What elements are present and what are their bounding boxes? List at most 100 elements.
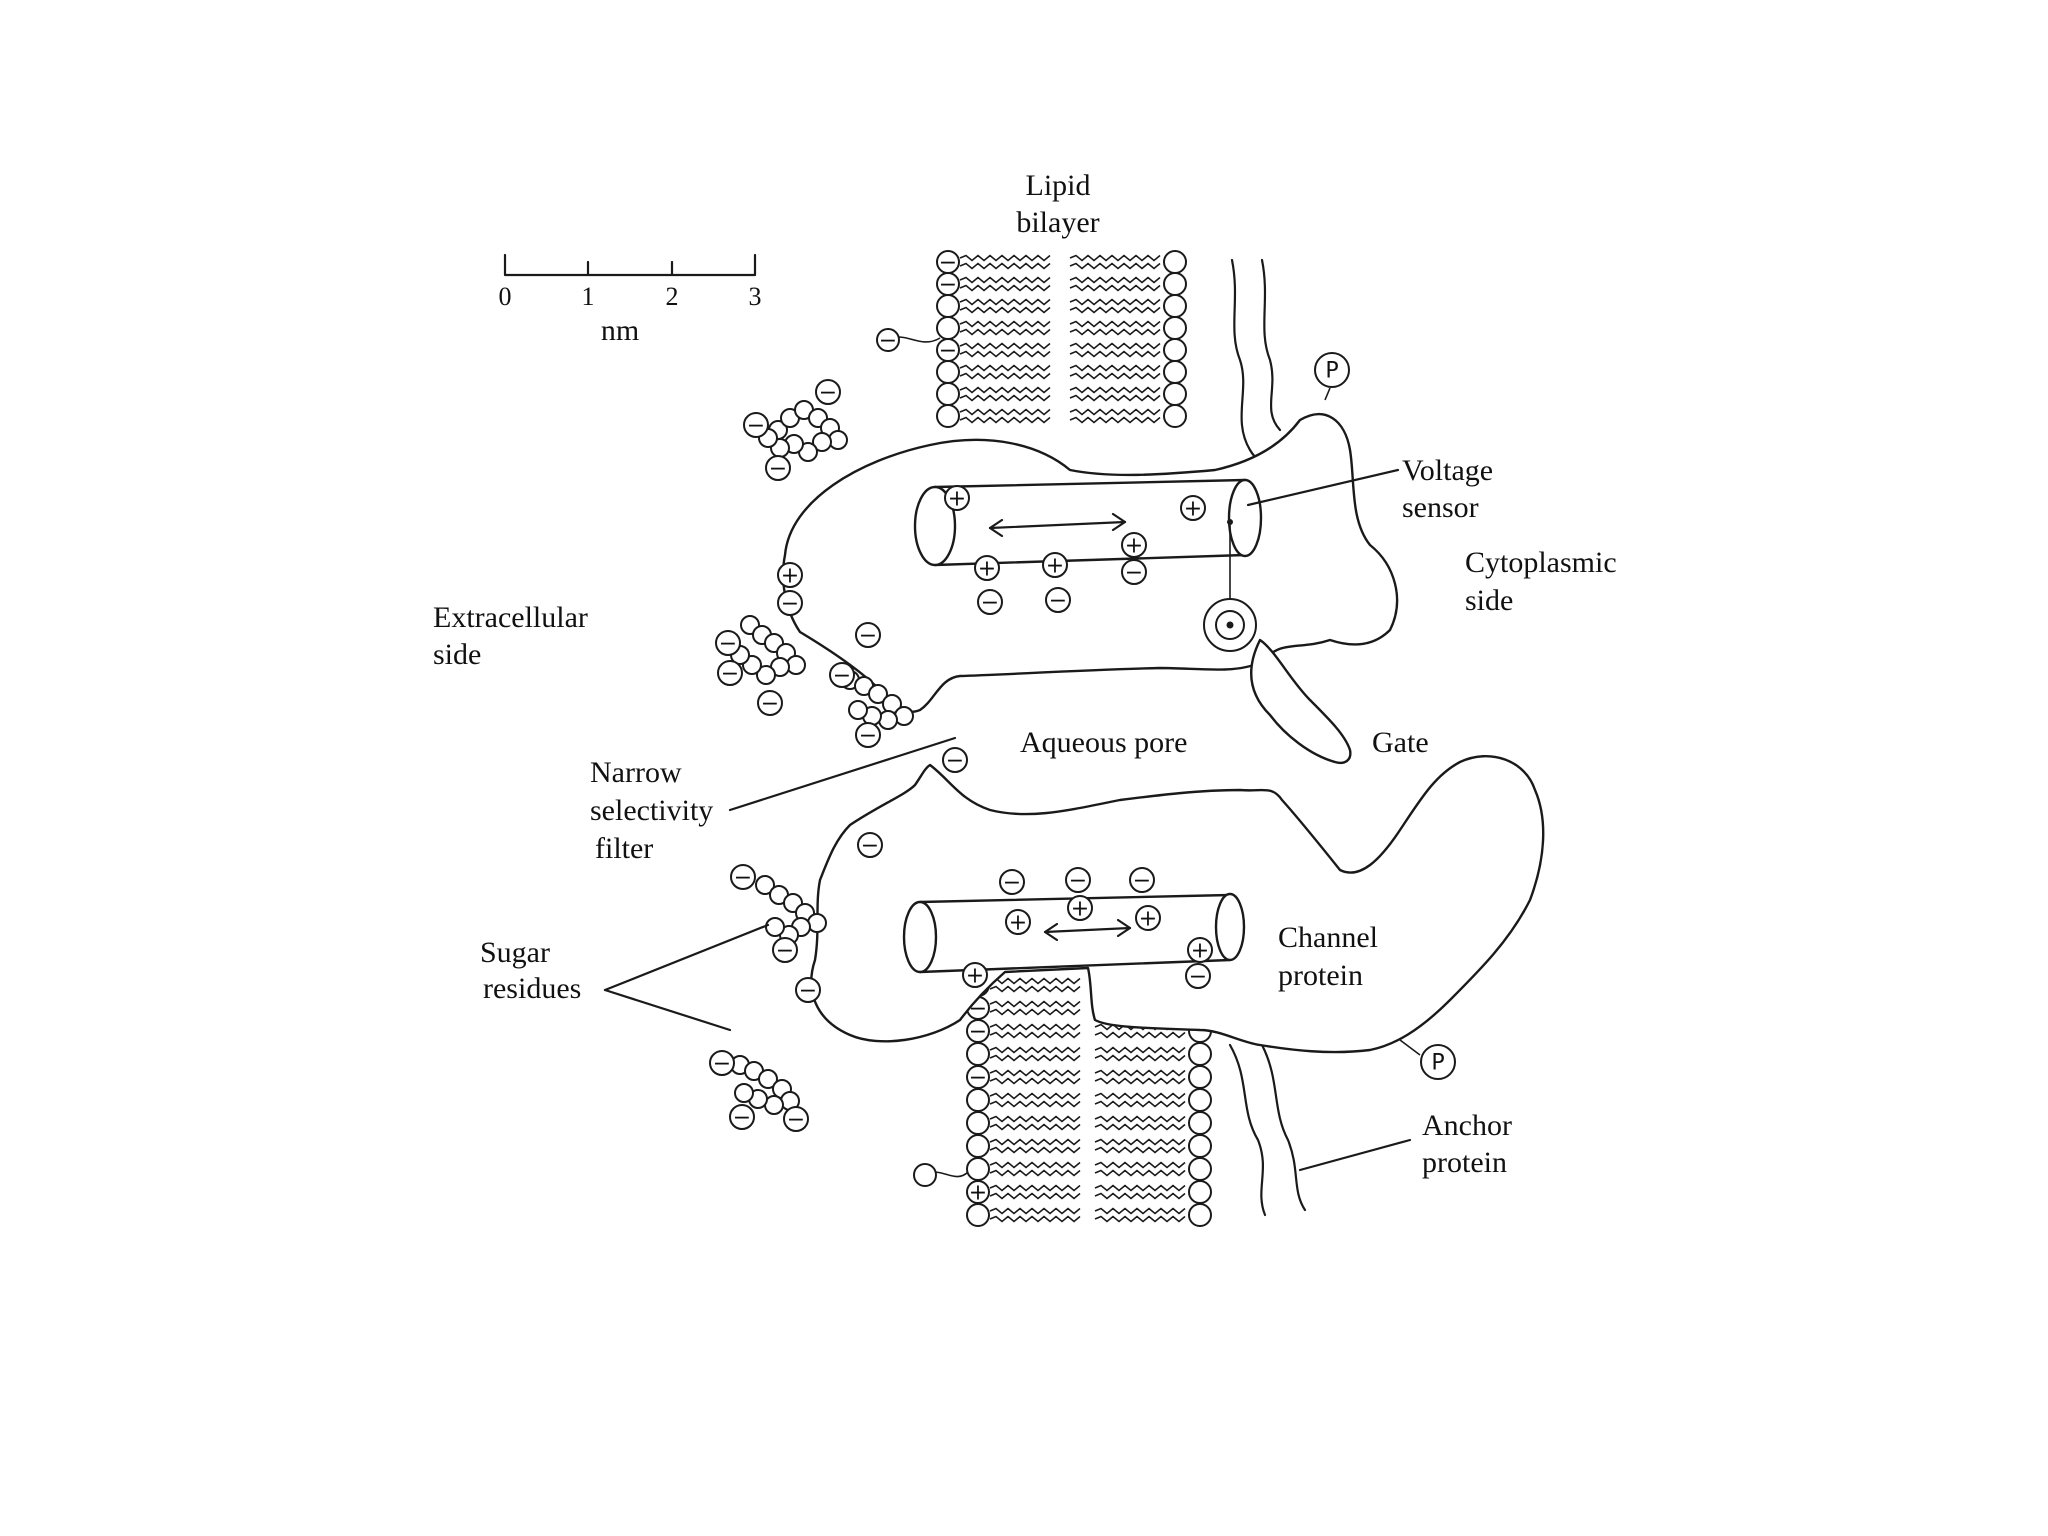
- svg-text:−: −: [713, 1052, 731, 1077]
- lipid-head: [1189, 1135, 1211, 1157]
- svg-text:−: −: [1133, 869, 1151, 894]
- cytoplasmic-side-label-line1: Cytoplasmic: [1465, 546, 1617, 579]
- svg-text:+: +: [948, 487, 966, 512]
- svg-text:−: −: [769, 457, 787, 482]
- svg-text:−: −: [1189, 965, 1207, 990]
- svg-text:−: −: [1069, 869, 1087, 894]
- svg-text:−: −: [879, 329, 897, 354]
- scale-unit-label: nm: [601, 314, 639, 347]
- voltage-sensor-label-line2: sensor: [1402, 491, 1479, 524]
- selectivity-filter-label-line3: filter: [595, 832, 653, 865]
- svg-text:−: −: [747, 414, 765, 439]
- selectivity-filter-label-line1: Narrow: [590, 756, 682, 789]
- sugar-bead: [849, 701, 867, 719]
- lipid-head: [937, 361, 959, 383]
- cytoplasmic-side-label-line2: side: [1465, 584, 1513, 617]
- svg-text:−: −: [787, 1108, 805, 1133]
- lipid-head: [1189, 1043, 1211, 1065]
- gate-label: Gate: [1372, 726, 1429, 759]
- svg-text:+: +: [1046, 554, 1064, 579]
- lipid-head: [1189, 1089, 1211, 1111]
- anchor-protein-upper: [1232, 260, 1292, 466]
- svg-text:−: −: [861, 834, 879, 859]
- upper-lipid-bilayer: −−−−: [877, 251, 1186, 428]
- lipid-head: [967, 1204, 989, 1226]
- lipid-head: [1164, 383, 1186, 405]
- sugar-leader-upper: [605, 925, 768, 990]
- svg-text:−: −: [859, 624, 877, 649]
- lipid-head: [967, 1089, 989, 1111]
- gate-hinge: [1204, 599, 1256, 651]
- svg-text:−: −: [833, 664, 851, 689]
- lipid-head: [1164, 405, 1186, 427]
- svg-text:−: −: [781, 592, 799, 617]
- lipid-charge: −: [969, 1066, 987, 1091]
- scale-tick-2: 2: [666, 282, 679, 311]
- phosphate-upper: P: [1315, 353, 1349, 400]
- sugar-residues-label-line2: residues: [483, 972, 581, 1005]
- lipid-bilayer-label-line1: Lipid: [1026, 169, 1091, 202]
- sugar-residues-label-line1: Sugar: [480, 936, 550, 969]
- lipid-head: [1189, 1066, 1211, 1088]
- svg-text:−: −: [981, 591, 999, 616]
- lipid-charge: −: [969, 1020, 987, 1045]
- lipid-bilayer-label-line2: bilayer: [1016, 206, 1099, 239]
- svg-text:−: −: [733, 1106, 751, 1131]
- anchor-protein-leader: [1300, 1140, 1410, 1170]
- voltage-sensor-label-line1: Voltage: [1402, 454, 1493, 487]
- extracellular-side-label-line1: Extracellular: [433, 601, 588, 634]
- sugar-bead: [735, 1084, 753, 1102]
- lipid-head: [1164, 251, 1186, 273]
- lipid-head: [937, 295, 959, 317]
- sugar-bead: [766, 918, 784, 936]
- phosphate-lower: P: [1400, 1040, 1455, 1079]
- svg-text:−: −: [819, 381, 837, 406]
- channel-protein-label-line2: protein: [1278, 959, 1363, 992]
- sugar-leader-lower: [605, 990, 730, 1030]
- svg-text:+: +: [978, 557, 996, 582]
- lipid-charge: −: [939, 339, 957, 364]
- svg-text:+: +: [1191, 939, 1209, 964]
- lipid-head: [1189, 1204, 1211, 1226]
- channel-protein-upper-half: [783, 414, 1397, 712]
- scale-tick-1: 1: [582, 282, 595, 311]
- lipid-head: [1164, 273, 1186, 295]
- lipid-head: [967, 1112, 989, 1134]
- lipid-head: [937, 405, 959, 427]
- svg-text:+: +: [1009, 911, 1027, 936]
- svg-text:+: +: [1125, 534, 1143, 559]
- lipid-charge: +: [969, 1181, 987, 1206]
- svg-text:+: +: [1071, 897, 1089, 922]
- svg-text:−: −: [1003, 871, 1021, 896]
- scale-tick-3: 3: [749, 282, 762, 311]
- lipid-head: [1189, 1158, 1211, 1180]
- svg-text:P: P: [1431, 1051, 1444, 1076]
- lipid-charge: −: [939, 273, 957, 298]
- channel-protein-label-line1: Channel: [1278, 921, 1378, 954]
- svg-text:−: −: [721, 662, 739, 687]
- lipid-head: [1164, 361, 1186, 383]
- lipid-head: [937, 317, 959, 339]
- svg-text:+: +: [1184, 497, 1202, 522]
- lipid-head: [937, 383, 959, 405]
- aqueous-pore-label: Aqueous pore: [1020, 726, 1187, 759]
- svg-text:−: −: [1049, 589, 1067, 614]
- anchor-protein-label-line1: Anchor: [1422, 1109, 1512, 1142]
- svg-text:−: −: [859, 724, 877, 749]
- lipid-head: [1189, 1181, 1211, 1203]
- lipid-head: [1164, 339, 1186, 361]
- scale-bar: 0 1 2 3 nm: [499, 255, 762, 347]
- lipid-head: [967, 1043, 989, 1065]
- svg-text:+: +: [1139, 907, 1157, 932]
- svg-text:P: P: [1325, 359, 1338, 384]
- extracellular-side-label-line2: side: [433, 638, 481, 671]
- lipid-head: [967, 1158, 989, 1180]
- selectivity-filter-label-line2: selectivity: [590, 794, 713, 827]
- lipid-head: [1189, 1112, 1211, 1134]
- scale-tick-0: 0: [499, 282, 512, 311]
- svg-text:−: −: [719, 632, 737, 657]
- anchor-protein-lower: [1230, 1045, 1305, 1215]
- svg-text:+: +: [966, 964, 984, 989]
- svg-text:−: −: [1125, 561, 1143, 586]
